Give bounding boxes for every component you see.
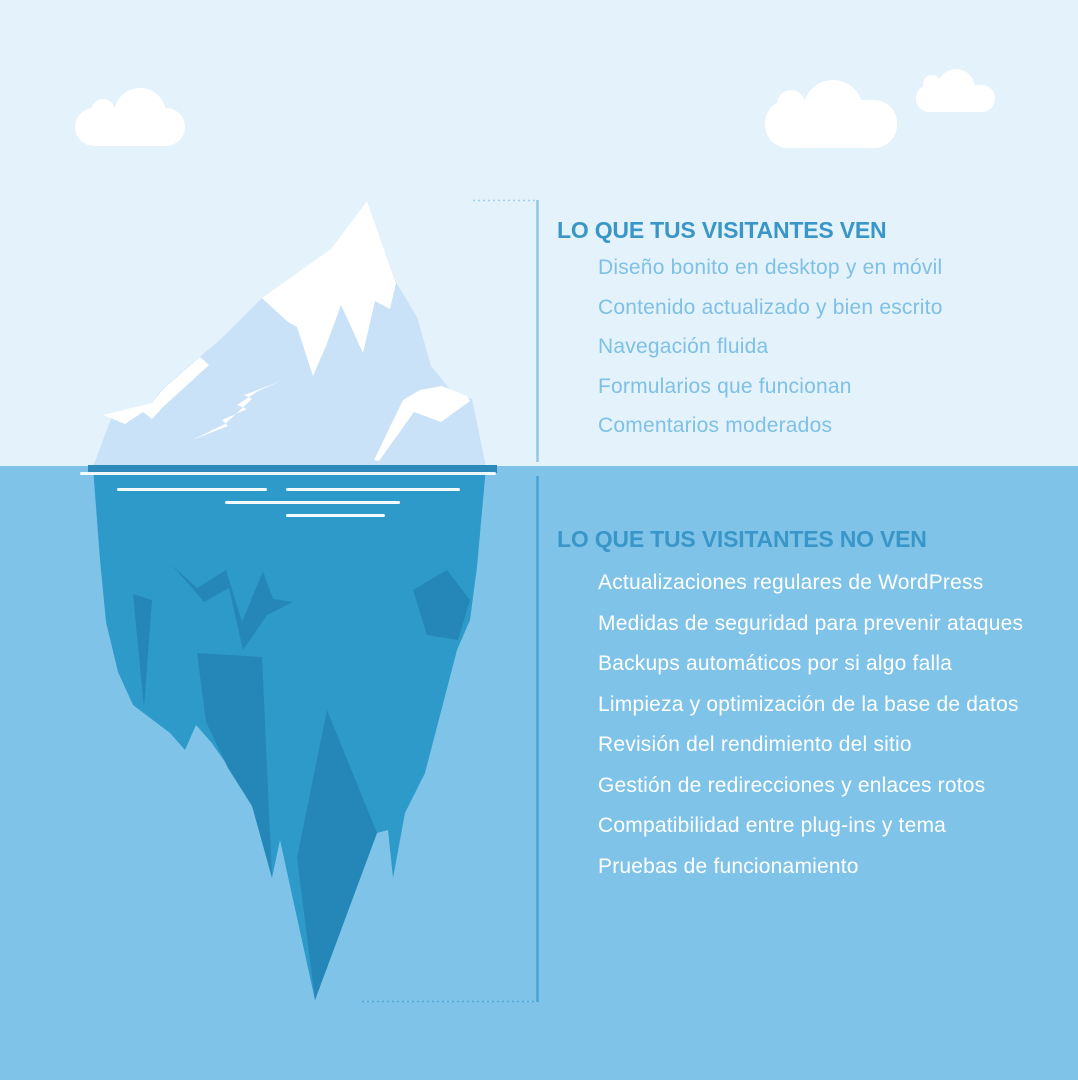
hidden-item: Medidas de seguridad para prevenir ataqu… xyxy=(598,611,1024,635)
snow-cap xyxy=(262,201,396,376)
iceberg-dark-facets xyxy=(133,565,470,1000)
snow-ridge xyxy=(103,357,209,424)
iceberg-under-water xyxy=(88,465,497,1000)
visible-item-list: Diseño bonito en desktop y en móvil Cont… xyxy=(557,248,943,446)
visible-item: Diseño bonito en desktop y en móvil xyxy=(598,256,943,279)
hidden-item: Limpieza y optimización de la base de da… xyxy=(598,692,1019,716)
visible-item: Navegación fluida xyxy=(598,335,769,358)
hidden-item: Backups automáticos por si algo falla xyxy=(598,652,953,675)
water-ripples xyxy=(80,472,496,517)
visible-item: Contenido actualizado y bien escrito xyxy=(598,295,943,319)
hidden-item: Gestión de redirecciones y enlaces rotos xyxy=(598,773,986,797)
visible-item: Formularios que funcionan xyxy=(598,374,852,398)
hidden-item: Revisión del rendimiento del sitio xyxy=(598,733,912,756)
cloud-icon xyxy=(765,80,897,148)
hidden-item: Actualizaciones regulares de WordPress xyxy=(598,571,984,594)
connector-lines xyxy=(362,199,539,1003)
hidden-item: Pruebas de funcionamiento xyxy=(598,854,859,878)
waterline-shadow xyxy=(88,465,497,473)
hidden-section-title: LO QUE TUS VISITANTES NO VEN xyxy=(557,526,927,552)
visible-section-title: LO QUE TUS VISITANTES VEN xyxy=(557,217,887,243)
iceberg-above-water xyxy=(93,201,486,467)
cloud-icon xyxy=(916,69,995,112)
hidden-item-list: Actualizaciones regulares de WordPress M… xyxy=(557,563,1023,887)
visible-item: Comentarios moderados xyxy=(598,414,833,437)
hidden-section: LO QUE TUS VISITANTES NO VEN Actualizaci… xyxy=(557,527,1023,887)
cloud-icon xyxy=(75,88,185,146)
snow-patch-right xyxy=(374,386,470,461)
hidden-item: Compatibilidad entre plug-ins y tema xyxy=(598,814,947,837)
visible-section: LO QUE TUS VISITANTES VEN Diseño bonito … xyxy=(557,218,943,446)
